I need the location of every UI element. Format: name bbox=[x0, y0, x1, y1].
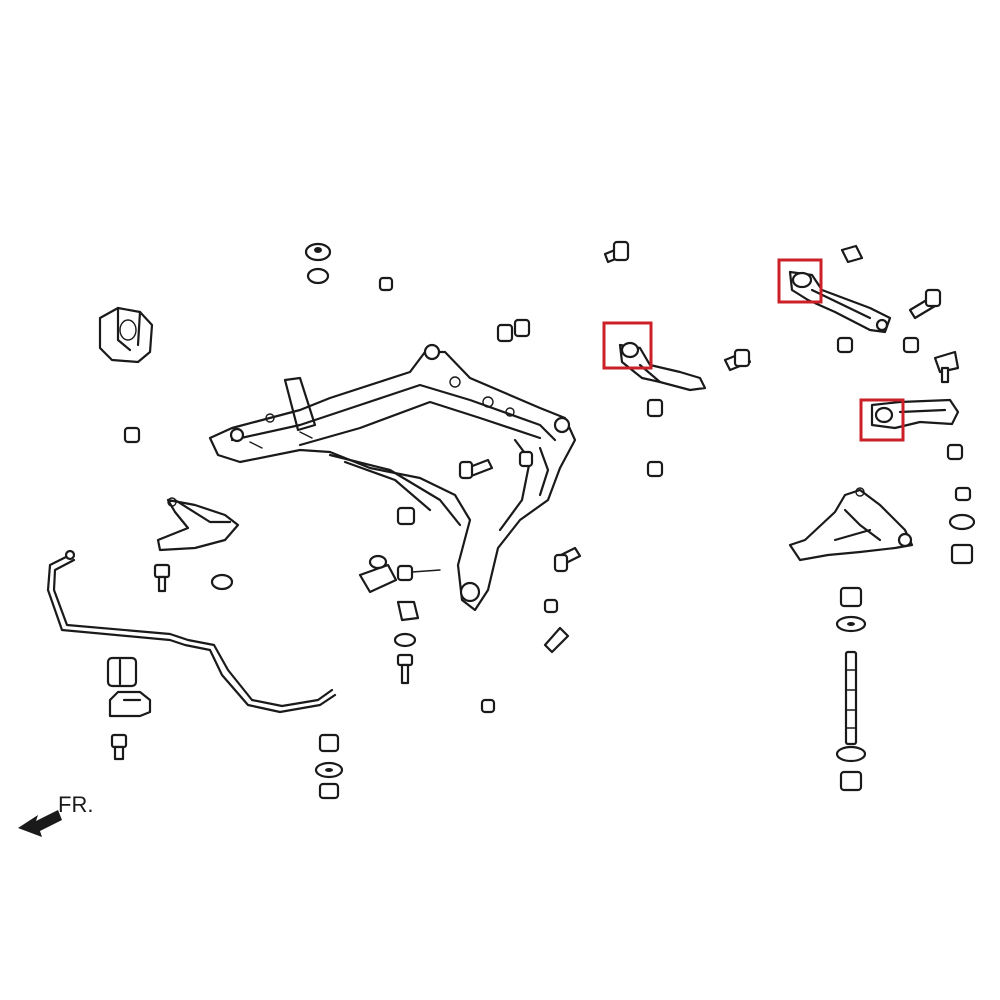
highlight-box-upper-arm bbox=[602, 321, 653, 370]
highlight-box-trailing-link bbox=[777, 258, 823, 304]
diff-mount-bushing bbox=[98, 306, 154, 364]
front-direction-label: FR. bbox=[58, 792, 93, 817]
rear-trailing-link bbox=[788, 270, 892, 334]
front-lower-arm bbox=[156, 497, 240, 552]
stabilizer-bushing bbox=[106, 656, 152, 718]
shock-absorber-rod bbox=[835, 586, 867, 792]
stabilizer-bar bbox=[46, 549, 337, 714]
rear-lower-arm bbox=[788, 487, 914, 562]
highlight-markers bbox=[602, 258, 905, 442]
highlight-box-toe-arm bbox=[859, 398, 905, 442]
hardware-pieces bbox=[110, 240, 976, 800]
front-direction-indicator: FR. bbox=[18, 792, 93, 837]
front-arrow-icon bbox=[18, 810, 62, 837]
toe-control-arm bbox=[870, 398, 960, 430]
rear-subframe bbox=[208, 343, 577, 612]
